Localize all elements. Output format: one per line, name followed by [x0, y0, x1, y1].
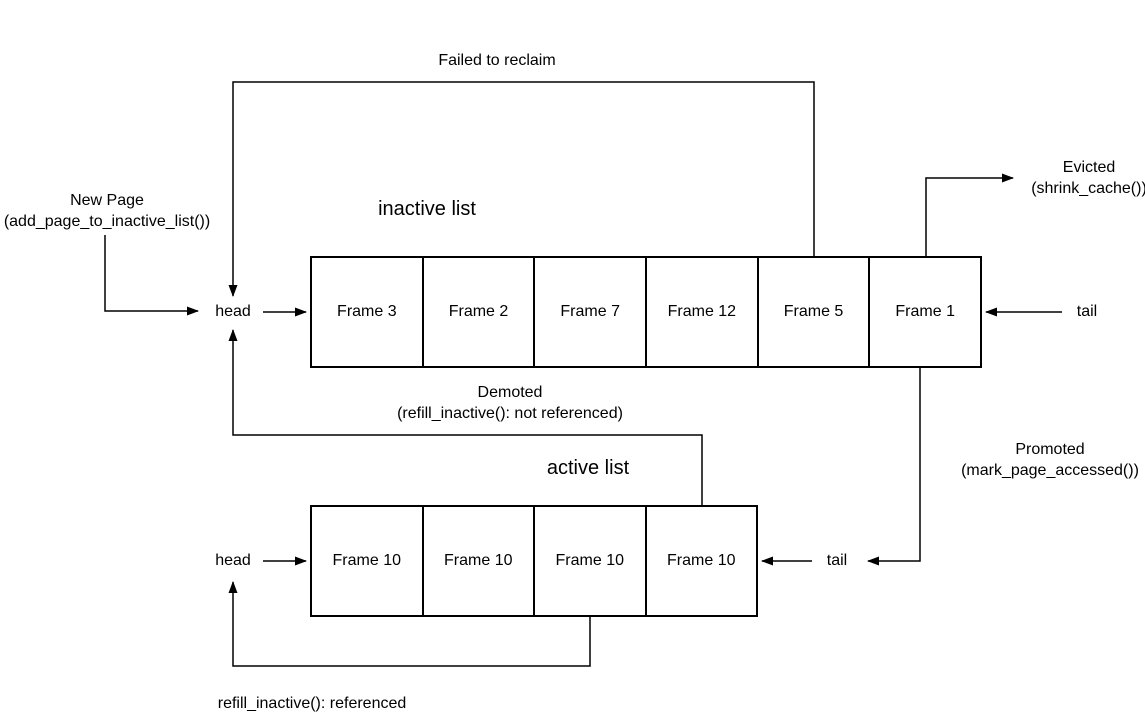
new-page-label-line2: (add_page_to_inactive_list()) — [3, 213, 211, 230]
evicted-label-line2: (shrink_cache()) — [1031, 180, 1145, 197]
new-page-label-line1: New Page — [70, 192, 144, 209]
inactive-frame-cell: Frame 1 — [868, 258, 981, 366]
inactive-head-label: head — [215, 303, 251, 320]
promoted-label: Promoted (mark_page_accessed()) — [930, 439, 1145, 481]
inactive-frame-cell: Frame 5 — [756, 258, 869, 366]
active-frame-cell: Frame 10 — [533, 507, 645, 615]
active-head-label: head — [215, 552, 251, 569]
promoted-label-line1: Promoted — [1015, 441, 1085, 458]
inactive-list-title: inactive list — [378, 198, 476, 220]
demoted-label-line2: (refill_inactive(): not referenced) — [397, 405, 623, 422]
failed-to-reclaim-label: Failed to reclaim — [438, 52, 556, 69]
active-frame-cell: Frame 10 — [312, 507, 422, 615]
active-tail-label: tail — [826, 552, 848, 569]
connector-failed-to-reclaim — [228, 81, 815, 297]
inactive-frame-cell: Frame 2 — [421, 258, 534, 366]
inactive-list-row: Frame 3 Frame 2 Frame 7 Frame 12 Frame 5… — [310, 256, 982, 368]
connector-demoted — [228, 329, 703, 506]
active-list-row: Frame 10 Frame 10 Frame 10 Frame 10 — [310, 505, 758, 617]
inactive-tail-label: tail — [1076, 303, 1098, 320]
inactive-frame-cell: Frame 12 — [645, 258, 757, 366]
new-page-label: New Page (add_page_to_inactive_list()) — [0, 190, 227, 232]
connector-promoted — [867, 367, 921, 566]
active-frame-cell: Frame 10 — [644, 507, 756, 615]
active-frame-cell: Frame 10 — [421, 507, 533, 615]
promoted-label-line2: (mark_page_accessed()) — [961, 462, 1139, 479]
connector-refill-referenced — [228, 581, 591, 667]
inactive-frame-cell: Frame 7 — [533, 258, 646, 366]
connector-new-page — [104, 235, 199, 316]
active-list-title: active list — [546, 457, 630, 479]
connector-evicted — [925, 173, 1014, 257]
demoted-label-line1: Demoted — [477, 384, 543, 401]
inactive-frame-cell: Frame 3 — [312, 258, 422, 366]
evicted-label: Evicted (shrink_cache()) — [989, 157, 1145, 199]
evicted-label-line1: Evicted — [1062, 159, 1116, 176]
demoted-label: Demoted (refill_inactive(): not referenc… — [380, 382, 640, 424]
refill-referenced-label: refill_inactive(): referenced — [217, 695, 407, 712]
